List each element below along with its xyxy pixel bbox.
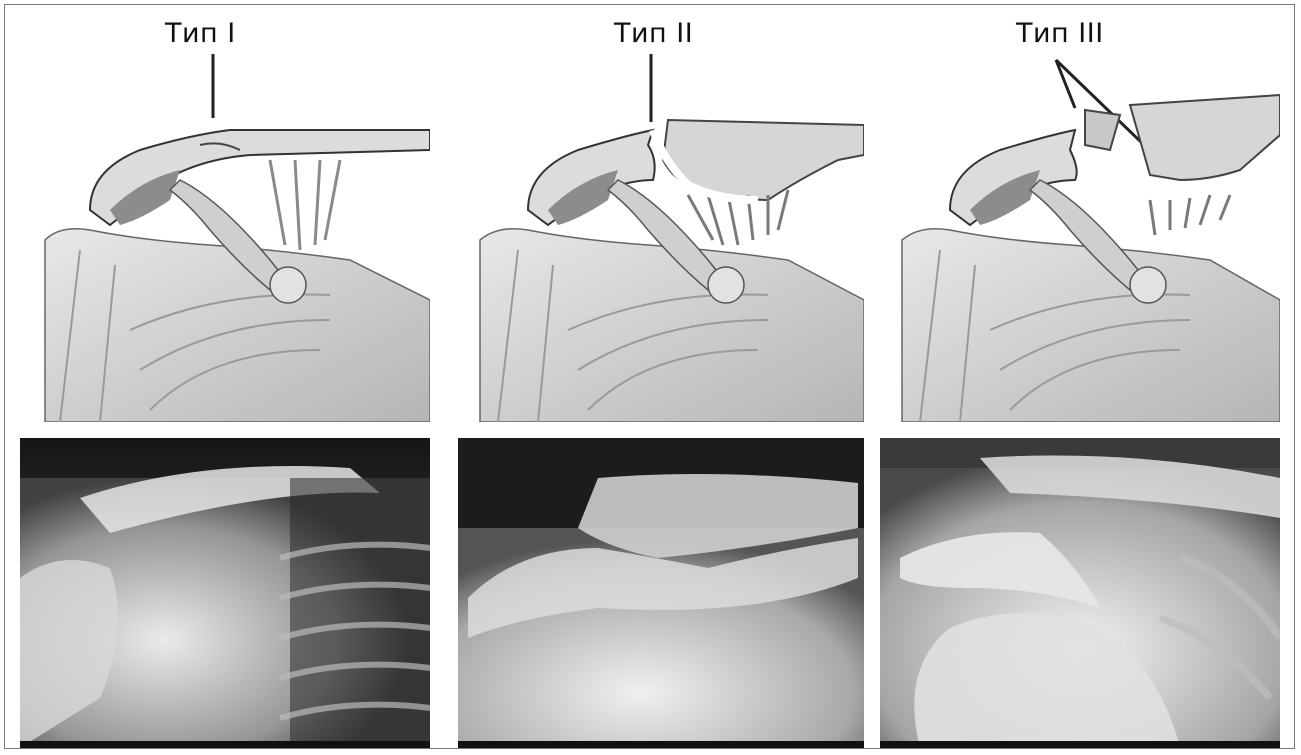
type-1-label: Тип I — [165, 20, 236, 47]
acromion-type-1-drawing — [20, 50, 430, 422]
shoulder-xray-type-1 — [20, 438, 430, 748]
type-2-label: Тип II — [614, 20, 693, 47]
acromion-type-3-drawing — [880, 50, 1280, 422]
shoulder-xray-type-2 — [458, 438, 864, 748]
acromion-type-2-drawing — [458, 50, 864, 422]
type-3-label: Тип III — [1016, 20, 1104, 47]
shoulder-xray-type-3 — [880, 438, 1280, 748]
